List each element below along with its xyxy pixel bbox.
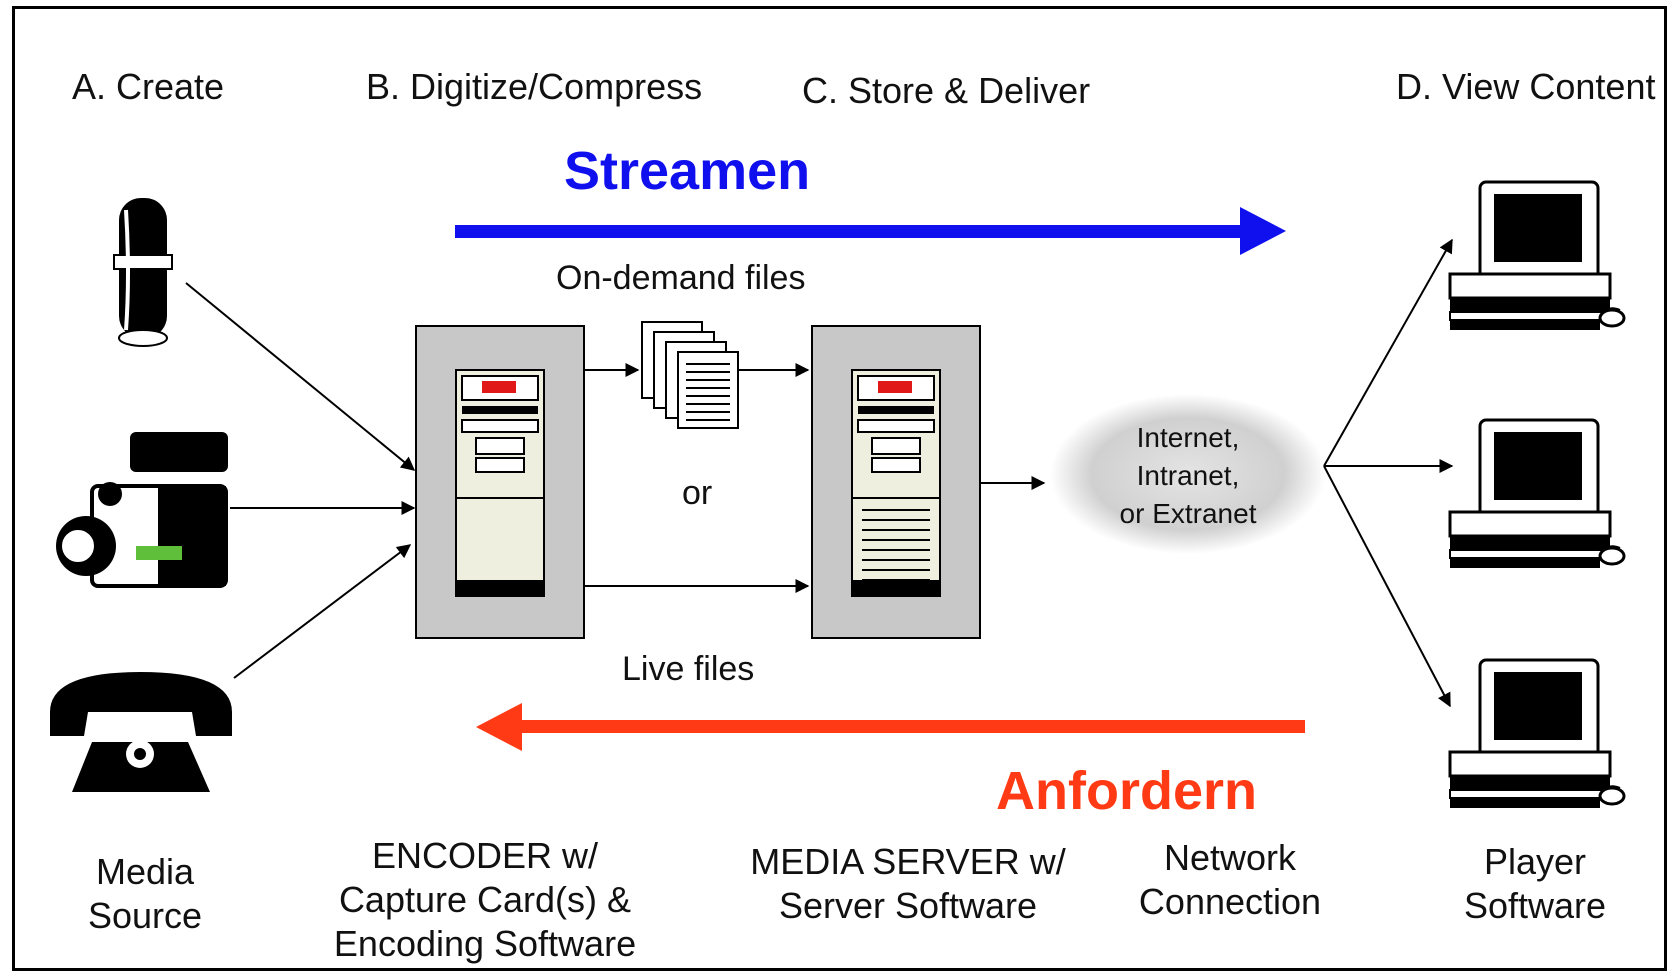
media-server-caption: MEDIA SERVER w/ Server Software [732,840,1084,928]
client-connectors [1323,238,1454,708]
stage-store-label: C. Store & Deliver [802,70,1091,111]
encoder-connectors [584,363,810,593]
stage-view-label: D. View Content [1396,66,1656,107]
tower-server-icon [851,369,941,597]
player-software-caption: Player Software [1440,840,1630,928]
network-connection-caption: Network Connection [1120,836,1340,924]
stage-digitize-label: B. Digitize/Compress [366,66,703,107]
caption-line: Software [1463,885,1607,926]
desktop-computer-icon [1448,418,1626,570]
stage-create-label: A. Create [72,66,225,107]
request-arrow [476,703,1305,751]
caption-line: Encoding Software [333,923,637,964]
media-source-caption: Media Source [60,850,230,938]
caption-line: Media [95,851,195,892]
encoder-box [415,325,585,639]
caption-line: MEDIA SERVER w/ [750,841,1066,882]
request-label: Anfordern [996,761,1257,821]
tower-computer-icon [455,369,545,597]
source-connectors [185,282,416,679]
stream-label: Streamen [564,141,811,201]
stream-arrow [455,207,1286,255]
server-box [811,325,981,639]
video-camera-icon [56,432,228,588]
microphone-icon [113,198,173,347]
network-cloud-label: Internet, Intranet, or Extranet [1078,419,1298,533]
caption-line: Network [1163,837,1297,878]
caption-line: ENCODER w/ [371,835,599,876]
on-demand-label: On-demand files [556,259,806,297]
caption-line: Capture Card(s) & [338,879,632,920]
network-cloud-icon [1050,394,1326,554]
encoder-caption: ENCODER w/ Capture Card(s) & Encoding So… [310,834,660,966]
caption-line: Connection [1138,881,1322,922]
document-stack-icon [641,321,739,429]
caption-line: Player [1483,841,1587,882]
caption-line: Source [87,895,203,936]
telephone-icon [50,672,232,792]
network-cloud-line: Intranet, [1136,460,1240,491]
network-cloud-line: or Extranet [1119,498,1257,529]
network-cloud-line: Internet, [1136,422,1240,453]
live-files-label: Live files [622,650,755,688]
caption-line: Server Software [778,885,1038,926]
or-label: or [682,474,713,512]
desktop-computer-icon [1448,180,1626,332]
desktop-computer-icon [1448,658,1626,810]
